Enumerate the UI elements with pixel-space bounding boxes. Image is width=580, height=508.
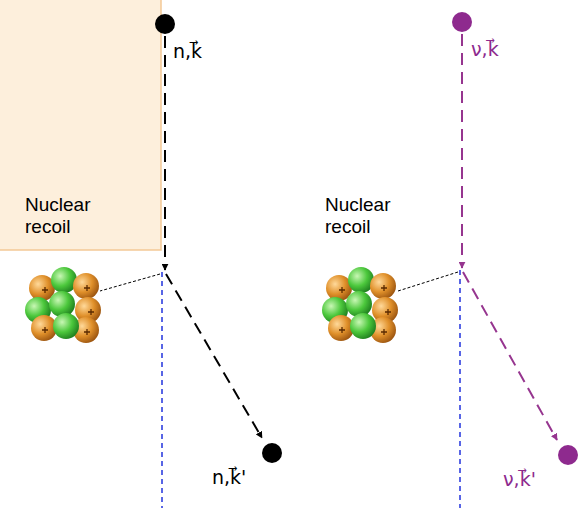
neutron-dot	[262, 443, 282, 463]
particle-label: n,k⃗	[173, 40, 202, 63]
nucleus	[322, 267, 398, 343]
neutrino-dot	[452, 12, 472, 32]
neutrino-dot	[558, 445, 578, 465]
outgoing-track	[463, 272, 557, 440]
outgoing-track	[166, 274, 262, 438]
recoil-label: Nuclear recoil	[25, 194, 115, 238]
background-panel	[0, 0, 161, 250]
undeflected-path	[459, 270, 461, 508]
undeflected-path	[161, 272, 163, 508]
nucleus	[25, 267, 101, 343]
particle-label: ν,k⃗'	[503, 468, 536, 491]
incoming-track	[461, 34, 463, 268]
recoil-line	[398, 272, 458, 291]
neutron-dot	[155, 14, 175, 34]
particle-label: ν,k⃗	[471, 38, 499, 61]
particle-label: n,k⃗'	[212, 466, 246, 489]
recoil-line	[100, 274, 160, 291]
recoil-label: Nuclear recoil	[325, 194, 415, 238]
incoming-track	[164, 36, 166, 270]
